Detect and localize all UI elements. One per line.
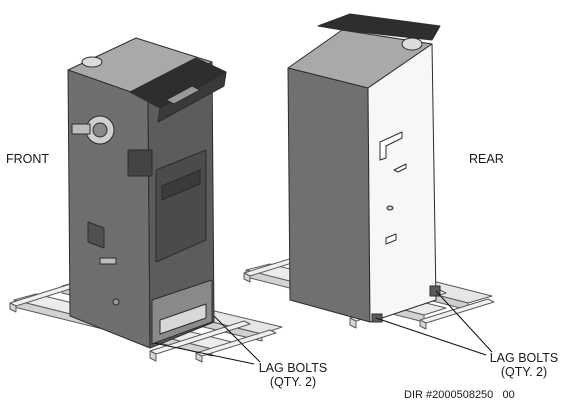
leader-line-left-2 [213,315,261,363]
lag-bolts-left-line2: (QTY. 2) [269,375,317,389]
front-label: FRONT [6,152,50,166]
leader-line-right-2 [435,290,493,353]
leader-lines [153,290,493,365]
rear-label: REAR [469,152,504,166]
leader-line-right-1 [375,317,487,356]
lag-bolts-left-line1: LAG BOLTS [258,361,328,375]
leader-line-left-1 [153,342,255,365]
rear-unit-illustration [287,13,441,323]
lag-bolts-right-line2: (QTY. 2) [500,365,548,379]
front-unit-illustration [67,37,227,349]
document-id-label: DIR #2000508250 00 [404,389,515,401]
lag-bolts-right-line1: LAG BOLTS [489,351,559,365]
lag-bolts-label-left: LAG BOLTS (QTY. 2) [238,361,348,389]
lag-bolts-label-right: LAG BOLTS (QTY. 2) [476,351,569,379]
